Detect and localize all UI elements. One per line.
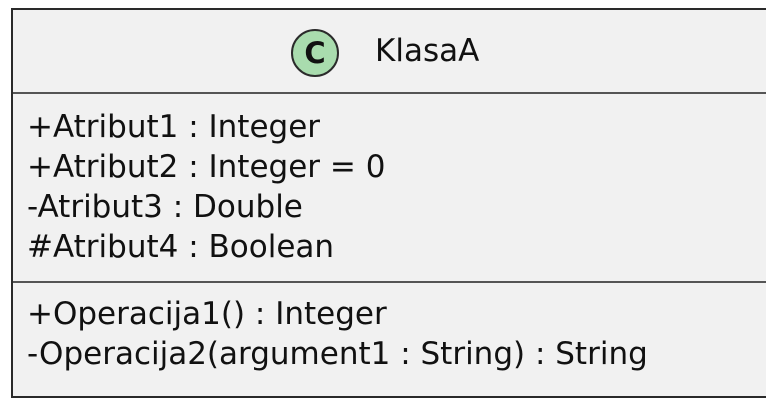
- class-box-klasaa: C KlasaA +Atribut1 : Integer +Atribut2 :…: [11, 8, 766, 398]
- class-stereotype-icon: C: [291, 29, 339, 77]
- class-name: KlasaA: [375, 33, 480, 69]
- operation-compartment: +Operacija1() : Integer -Operacija2(argu…: [27, 294, 648, 374]
- attribute-row: +Atribut1 : Integer: [27, 109, 321, 145]
- attribute-row: #Atribut4 : Boolean: [27, 229, 335, 265]
- attribute-row: -Atribut3 : Double: [27, 189, 303, 225]
- class-header: C KlasaA: [13, 10, 766, 93]
- operation-row: +Operacija1() : Integer: [27, 296, 387, 332]
- attribute-compartment: +Atribut1 : Integer +Atribut2 : Integer …: [27, 107, 385, 267]
- attributes-divider: [13, 281, 766, 283]
- attribute-row: +Atribut2 : Integer = 0: [27, 149, 386, 185]
- header-divider: [13, 92, 766, 94]
- operation-row: -Operacija2(argument1 : String) : String: [27, 336, 648, 372]
